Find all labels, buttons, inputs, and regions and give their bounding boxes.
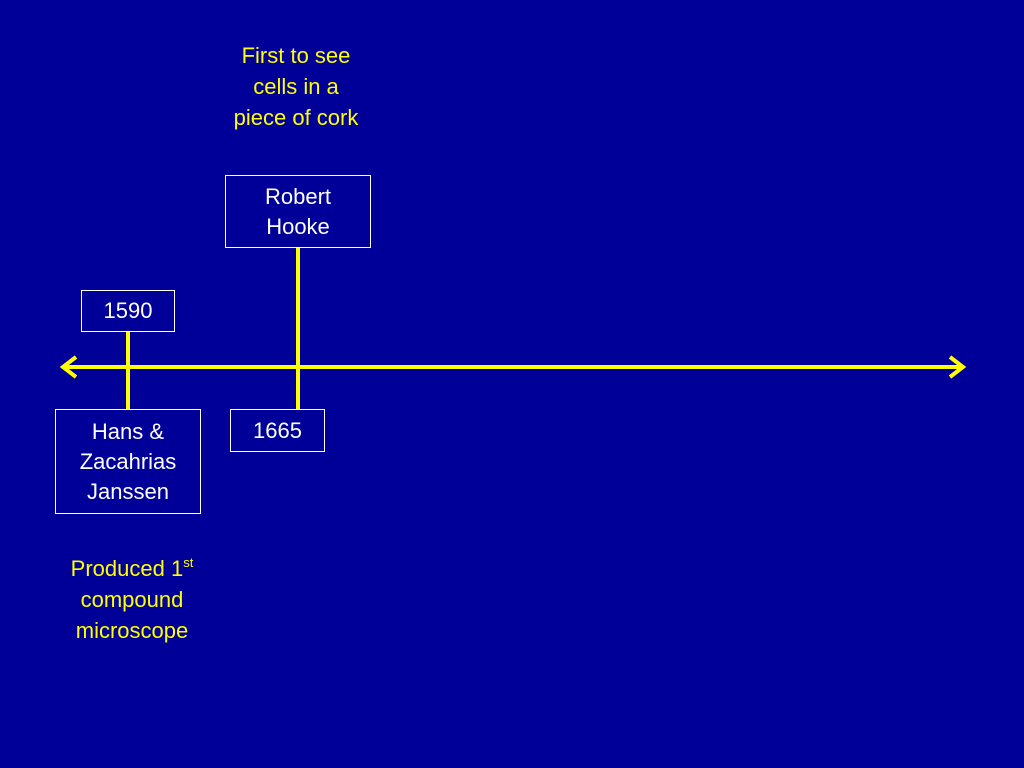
janssen-note-line-2: compound [80, 587, 184, 612]
ordinal-suffix: st [183, 555, 194, 570]
hooke-name-line-1: Robert [264, 183, 332, 209]
janssen-name-line-3: Janssen [87, 478, 169, 504]
janssen-name-line-2: Zacahrias [79, 448, 177, 474]
janssen-note-line-3: microscope [75, 618, 189, 643]
janssen-name-line-1: Hans & [91, 418, 165, 444]
year-box-1665: 1665 [230, 409, 325, 452]
timeline-right-arrowhead [948, 355, 967, 379]
timeline-left-arrowhead [59, 355, 78, 379]
janssen-name-box: Hans & Zacahrias Janssen [55, 409, 201, 514]
hooke-name-line-2: Hooke [266, 213, 330, 239]
year-label-1590: 1590 [103, 298, 153, 323]
year-box-1590: 1590 [81, 290, 175, 332]
hooke-name-box: Robert Hooke [225, 175, 371, 248]
hooke-note-line-3: piece of cork [233, 105, 359, 130]
hooke-note: First to see cells in a piece of cork [206, 40, 386, 133]
janssen-note: Produced 1st compound microscope [32, 553, 232, 646]
hooke-note-line-2: cells in a [253, 74, 339, 99]
janssen-note-line-1: Produced 1st [32, 553, 232, 584]
year-label-1665: 1665 [253, 417, 302, 443]
janssen-note-line-1-text: Produced 1 [70, 556, 184, 581]
hooke-note-line-1: First to see [241, 43, 351, 68]
